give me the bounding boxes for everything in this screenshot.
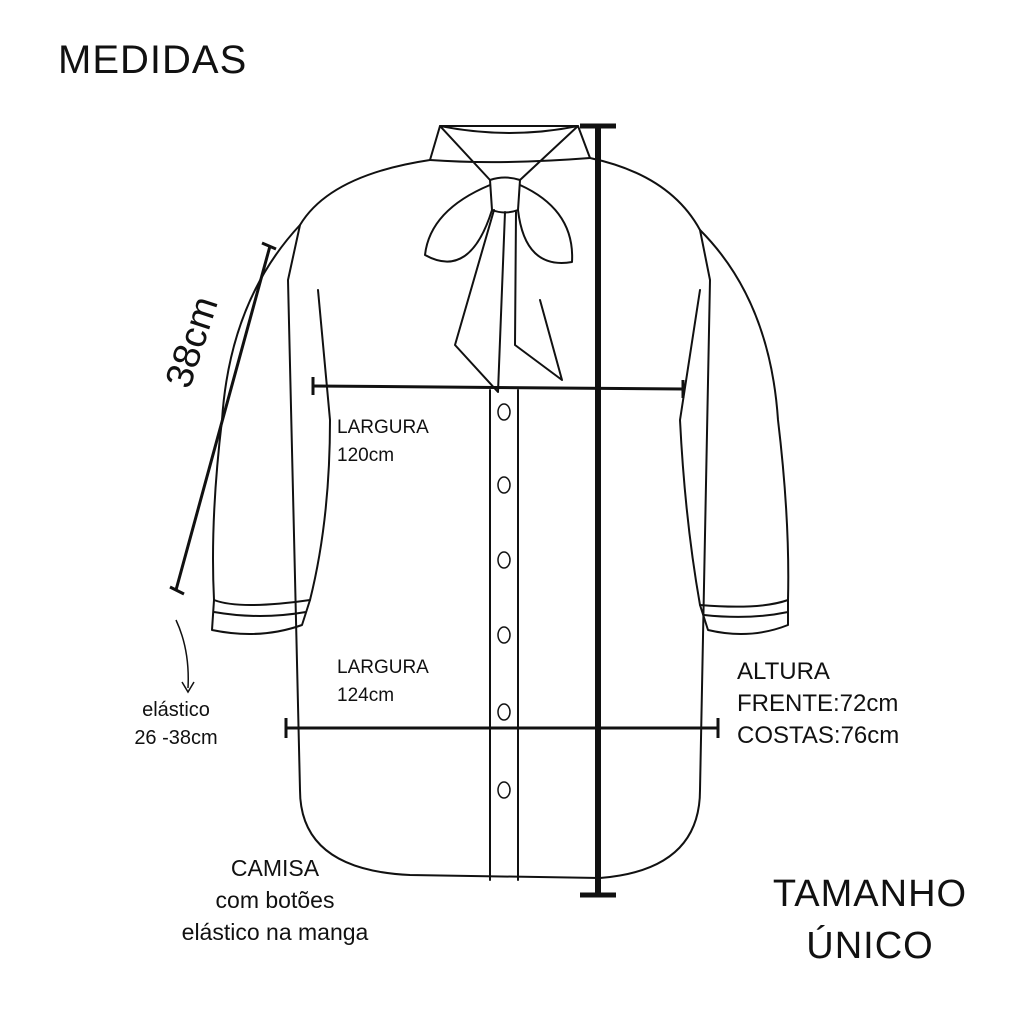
height-back: COSTAS:76cm <box>737 722 900 749</box>
chest-width-line <box>312 384 684 391</box>
button-2 <box>497 476 511 494</box>
button-3 <box>497 551 511 569</box>
button-placket <box>489 389 519 881</box>
bow-right-loop <box>517 184 574 264</box>
button-6 <box>497 781 511 799</box>
chest-width-label: LARGURA <box>337 417 429 438</box>
sleeve-length-top-cap <box>261 241 277 251</box>
right-sleeve <box>679 229 790 608</box>
bow-knot <box>489 176 521 214</box>
product-description: CAMISA com botões elástico na manga <box>150 852 400 948</box>
button-1 <box>497 403 511 421</box>
height-front: FRENTE:72cm <box>737 690 899 717</box>
collar <box>429 125 591 181</box>
size-line-1: TAMANHO <box>772 873 968 915</box>
buttons <box>497 403 511 799</box>
shirt-body-outline <box>287 125 711 879</box>
button-5 <box>497 703 511 721</box>
elastic-annotation: elástico 26 -38cm <box>114 696 238 752</box>
description-line-1: CAMISA <box>230 855 320 881</box>
description-line-2: com botões <box>215 887 335 913</box>
page-title: MEDIDAS <box>58 38 248 82</box>
hem-width-label: LARGURA <box>337 657 429 678</box>
left-sleeve <box>212 224 331 606</box>
right-cuff <box>699 599 789 635</box>
button-4 <box>497 626 511 644</box>
bow-left-loop <box>424 184 493 263</box>
elastic-label: elástico <box>142 699 210 721</box>
hem-width-annotation: LARGURA 124cm <box>337 654 429 710</box>
hem-width-value: 124cm <box>337 685 395 706</box>
bow-left-tail <box>454 209 506 393</box>
description-line-3: elástico na manga <box>181 919 369 945</box>
chest-width-value: 120cm <box>337 445 395 466</box>
size-line-2: ÚNICO <box>806 925 934 967</box>
sleeve-length-line <box>174 245 272 591</box>
elastic-arrow <box>175 619 189 689</box>
sleeve-length-bottom-cap <box>169 585 185 596</box>
bow-right-tail <box>514 211 563 381</box>
elastic-arrow-head <box>181 681 195 694</box>
size-label: TAMANHO ÚNICO <box>760 868 980 972</box>
chest-width-annotation: LARGURA 120cm <box>337 414 429 470</box>
elastic-value: 26 -38cm <box>134 727 218 749</box>
height-label: ALTURA <box>737 658 830 685</box>
left-cuff <box>211 599 311 635</box>
height-annotation: ALTURA FRENTE:72cm COSTAS:76cm <box>737 656 899 752</box>
